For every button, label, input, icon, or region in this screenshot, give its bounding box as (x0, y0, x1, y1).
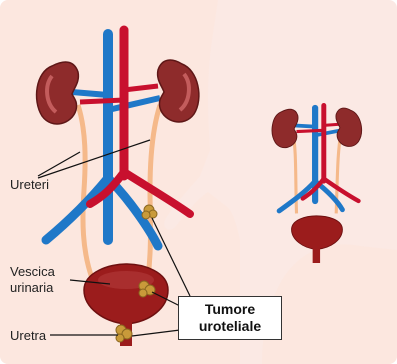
artery-left-renal (80, 100, 124, 102)
vein-left-renal (72, 92, 108, 95)
label-vescica-line1: Vescica (10, 264, 55, 279)
callout-line2: uroteliale (199, 318, 261, 335)
callout-line1: Tumore (205, 301, 255, 318)
label-vescica-line2: urinaria (10, 280, 53, 295)
label-ureteri: Ureteri (10, 177, 49, 192)
torso-silhouette-right (262, 244, 397, 364)
tumor-callout-box: Tumore uroteliale (178, 296, 282, 340)
small-urinary-system (272, 106, 361, 263)
label-uretra: Uretra (10, 328, 46, 343)
